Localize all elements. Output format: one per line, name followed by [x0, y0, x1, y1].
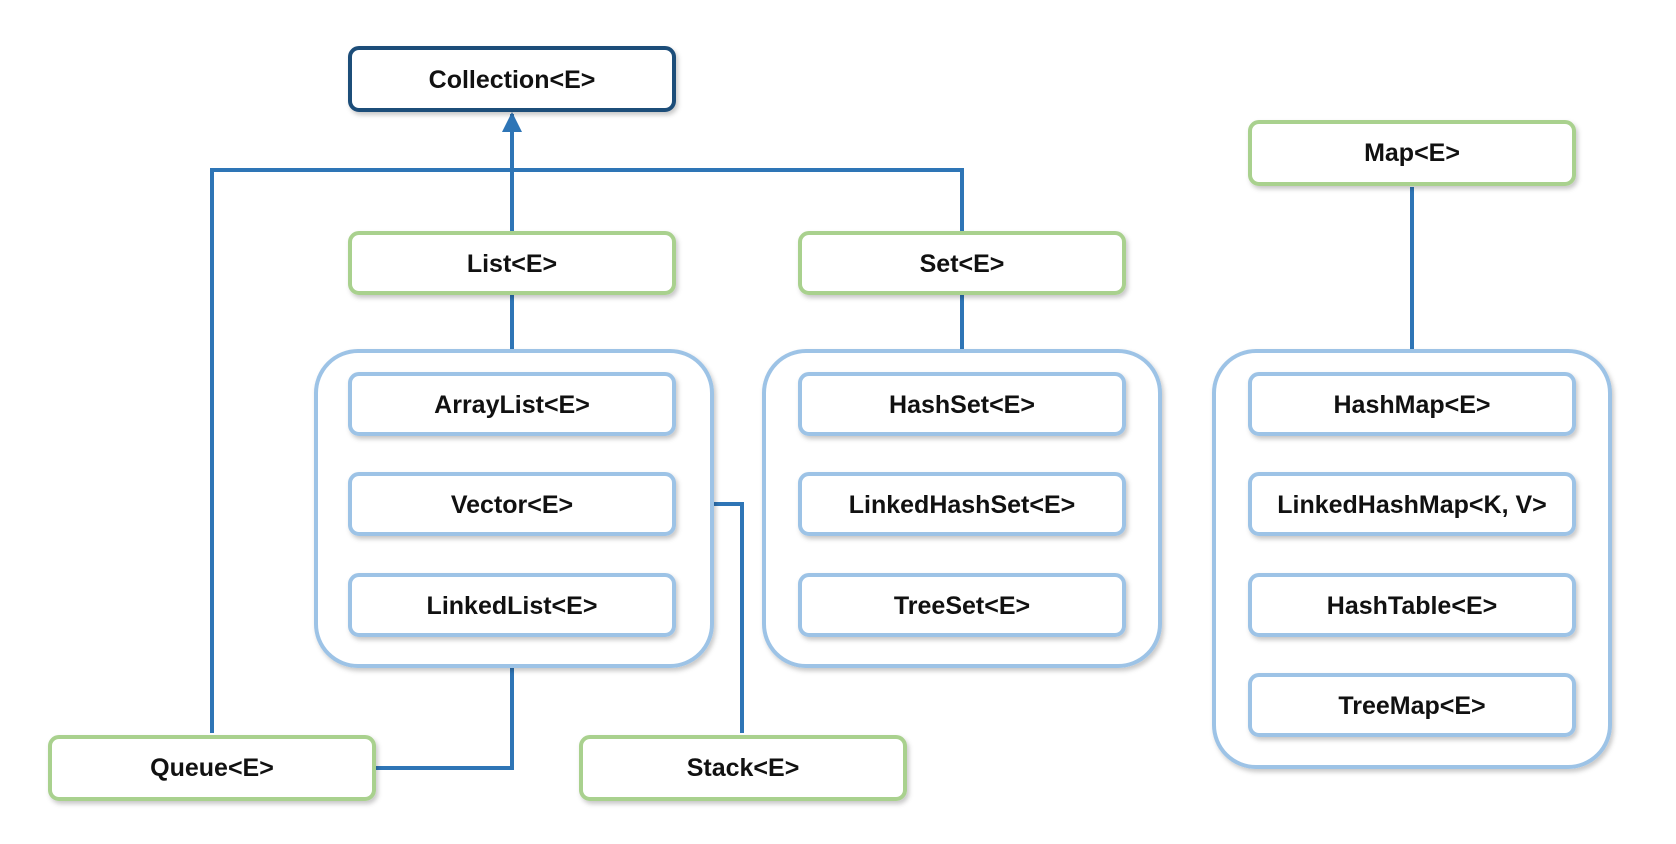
node-label: LinkedList<E> [427, 592, 598, 620]
node-label: LinkedHashMap<K, V> [1277, 491, 1547, 519]
map-impl-group [1212, 349, 1612, 769]
node-label: ArrayList<E> [434, 391, 590, 419]
node-label: Set<E> [920, 250, 1005, 278]
node-collection: Collection<E> [348, 46, 676, 112]
connectors [210, 112, 1414, 770]
node-label: Vector<E> [451, 491, 573, 519]
node-treeset: TreeSet<E> [798, 573, 1126, 637]
node-linkedlist: LinkedList<E> [348, 573, 676, 637]
queue-set-bus-connector [210, 168, 964, 733]
node-hashtable: HashTable<E> [1248, 573, 1576, 637]
node-label: HashTable<E> [1327, 592, 1497, 620]
node-label: TreeMap<E> [1338, 692, 1485, 720]
node-label: Stack<E> [687, 754, 800, 782]
node-label: HashSet<E> [889, 391, 1035, 419]
node-label: Queue<E> [150, 754, 274, 782]
node-vector: Vector<E> [348, 472, 676, 536]
node-treemap: TreeMap<E> [1248, 673, 1576, 737]
node-label: TreeSet<E> [894, 592, 1030, 620]
node-label: List<E> [467, 250, 557, 278]
node-label: LinkedHashSet<E> [849, 491, 1075, 519]
node-stack: Stack<E> [579, 735, 907, 801]
node-label: HashMap<E> [1333, 391, 1490, 419]
node-map: Map<E> [1248, 120, 1576, 186]
node-linkedhashmap: LinkedHashMap<K, V> [1248, 472, 1576, 536]
node-hashmap: HashMap<E> [1248, 372, 1576, 436]
node-hashset: HashSet<E> [798, 372, 1126, 436]
node-arraylist: ArrayList<E> [348, 372, 676, 436]
node-label: Collection<E> [429, 66, 596, 94]
node-label: Map<E> [1364, 139, 1460, 167]
node-set: Set<E> [798, 231, 1126, 295]
node-list: List<E> [348, 231, 676, 295]
linkedlist-to-queue-connector [376, 638, 514, 770]
node-linkedhashset: LinkedHashSet<E> [798, 472, 1126, 536]
node-queue: Queue<E> [48, 735, 376, 801]
